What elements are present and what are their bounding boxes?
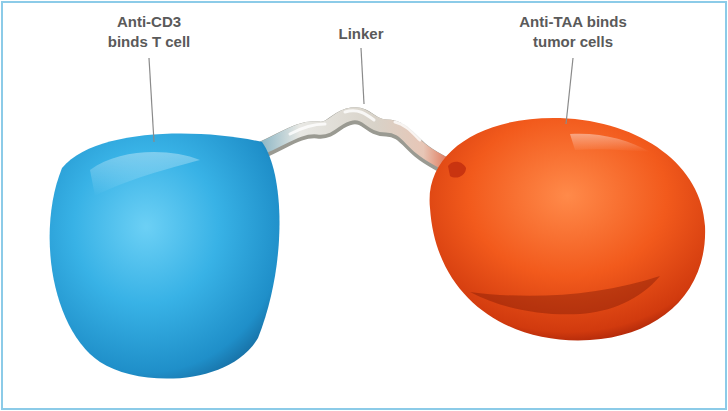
linker-joint (448, 162, 466, 178)
leader-line (566, 58, 573, 124)
leader-line (361, 48, 364, 104)
linker (262, 114, 452, 168)
highlight (90, 152, 200, 196)
shadow-fold (470, 276, 660, 314)
anti-cd3-domain (50, 134, 280, 379)
leader-line (149, 58, 154, 142)
callout-label: Anti-CD3 binds T cell (99, 12, 199, 52)
anti-taa-domain (430, 118, 706, 340)
callout-label: Anti-TAA binds tumor cells (514, 12, 632, 52)
callout-label: Linker (316, 24, 406, 44)
highlight (570, 134, 650, 152)
linker-highlight (290, 111, 420, 140)
